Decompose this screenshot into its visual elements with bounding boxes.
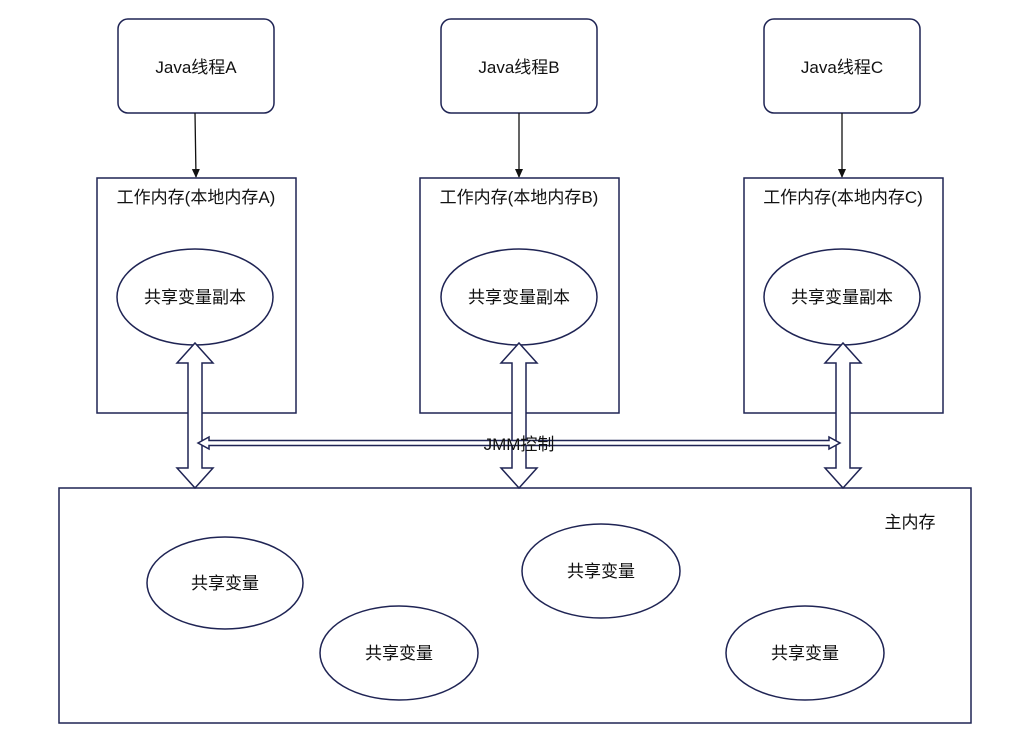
thread-b-label: Java线程B xyxy=(478,58,559,77)
thread-c: Java线程C xyxy=(763,18,921,114)
variable-copy-a-label: 共享变量副本 xyxy=(144,288,246,307)
working-memory-c-label: 工作内存(本地内存C) xyxy=(763,188,923,207)
shared-variable-3-label: 共享变量 xyxy=(567,562,635,581)
thread-c-label: Java线程C xyxy=(801,58,883,77)
shared-variable-4-label: 共享变量 xyxy=(771,644,839,663)
thread-a-arrow xyxy=(191,112,200,178)
working-memory-c: 工作内存(本地内存C) 共享变量副本 xyxy=(743,177,944,414)
shared-variable-1-label: 共享变量 xyxy=(191,574,259,593)
thread-a: Java线程A xyxy=(117,18,275,114)
shared-variable-4 xyxy=(725,605,885,701)
main-memory: 主内存 共享变量 共享变量 共享变量 共享变量 xyxy=(58,487,972,724)
sync-arrow-b xyxy=(499,341,539,490)
working-memory-b-label: 工作内存(本地内存B) xyxy=(440,188,599,207)
sync-arrow-a xyxy=(175,341,215,490)
shared-variable-2 xyxy=(319,605,479,701)
thread-b: Java线程B xyxy=(440,18,598,114)
working-memory-a-label: 工作内存(本地内存A) xyxy=(117,188,276,207)
shared-variable-3 xyxy=(521,523,681,619)
sync-arrow-c xyxy=(823,341,863,490)
jmm-control-label: JMM控制 xyxy=(484,435,555,454)
variable-copy-b-label: 共享变量副本 xyxy=(468,288,570,307)
jmm-control-arrow xyxy=(196,435,842,451)
shared-variable-2-label: 共享变量 xyxy=(365,644,433,663)
main-memory-label: 主内存 xyxy=(885,513,936,532)
shared-variable-1 xyxy=(146,536,304,630)
thread-a-label: Java线程A xyxy=(155,58,237,77)
thread-a-box xyxy=(117,18,275,114)
variable-copy-c-label: 共享变量副本 xyxy=(791,288,893,307)
